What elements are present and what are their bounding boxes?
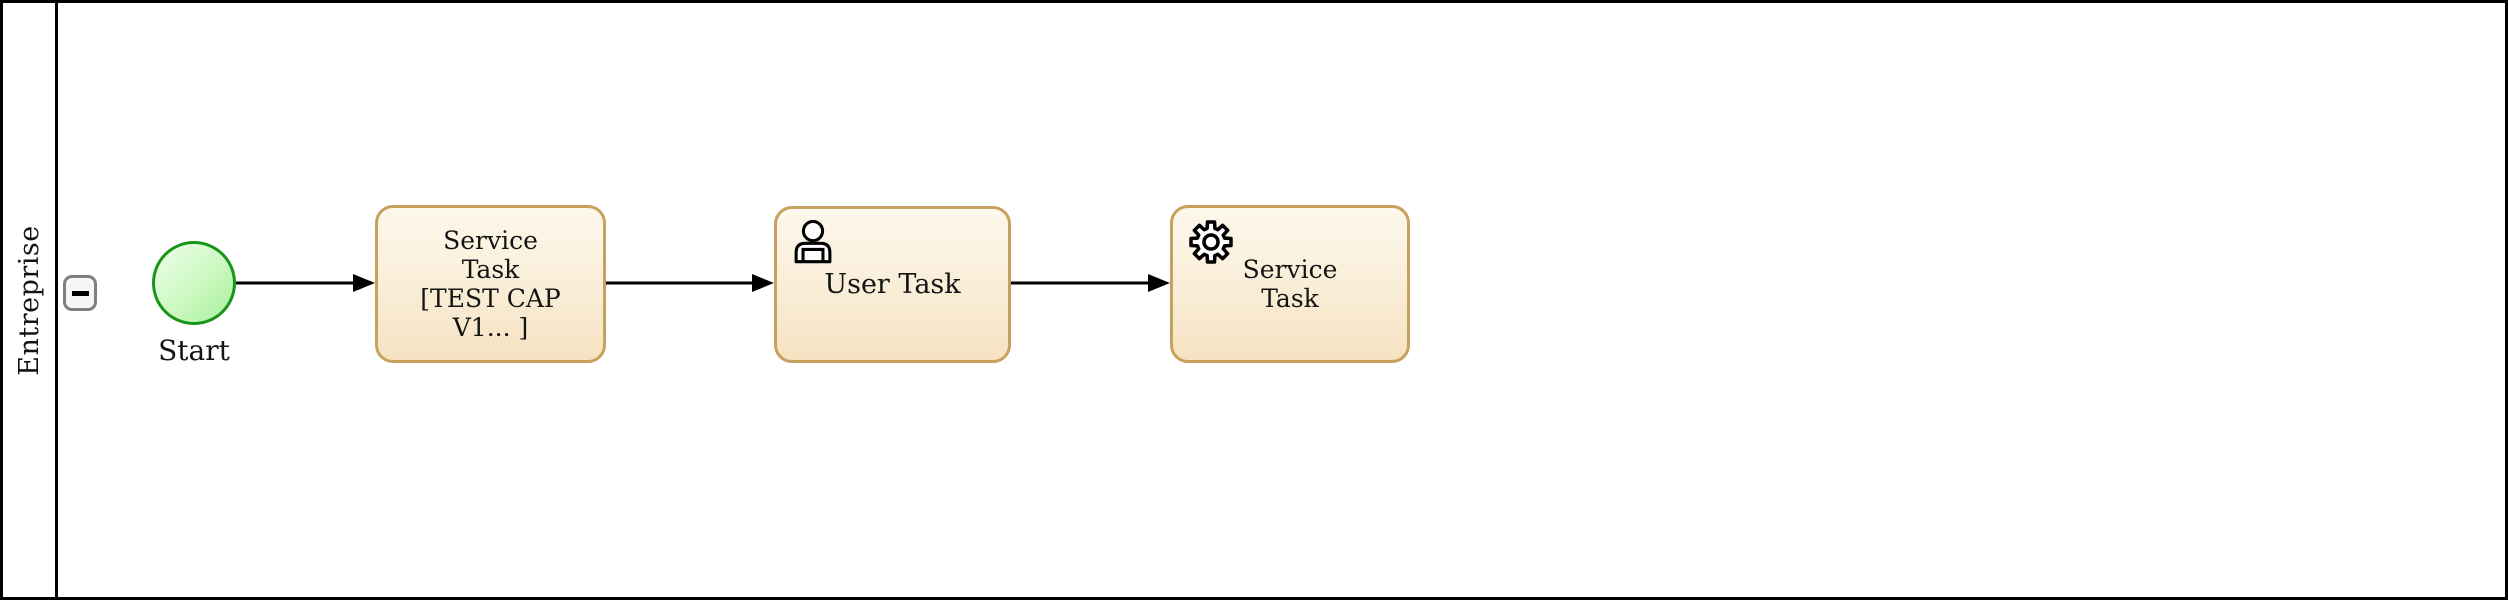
lane-collapse-button[interactable] (63, 275, 97, 311)
lane-label: Entreprise (13, 224, 45, 376)
task-label-line: Task (461, 255, 520, 284)
sequence-flow-start-to-service-task-1[interactable] (236, 274, 375, 292)
task-label-line: [TEST CAP (420, 284, 561, 313)
start-event-label: Start (158, 334, 230, 367)
task-label-line: Task (1261, 284, 1319, 313)
user-task[interactable]: User Task (774, 206, 1011, 363)
service-task-2[interactable]: Service Task (1170, 205, 1410, 363)
lane-separator (55, 3, 58, 597)
lane-entreprise-header[interactable]: Entreprise (3, 3, 55, 597)
service-task-1[interactable]: Service Task [TEST CAP V1... ] (375, 205, 606, 363)
task-label-line: Service (1242, 255, 1338, 284)
gear-icon (1186, 217, 1236, 273)
sequence-flow-service-task-1-to-user-task[interactable] (606, 274, 774, 292)
task-label-line: Service (443, 226, 538, 255)
task-label-line: User Task (824, 269, 961, 300)
minus-icon (71, 290, 89, 296)
task-label-line: V1... ] (452, 313, 529, 342)
user-icon (790, 218, 836, 270)
sequence-flow-user-task-to-service-task-2[interactable] (1011, 274, 1170, 292)
start-event-circle[interactable] (152, 241, 236, 325)
